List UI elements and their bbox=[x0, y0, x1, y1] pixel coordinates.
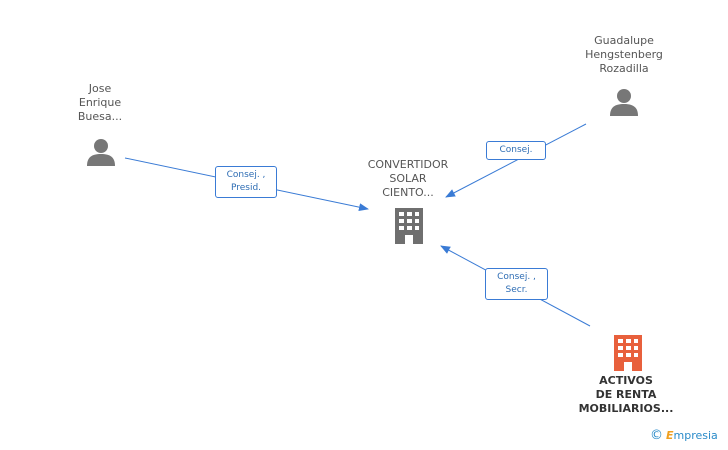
node-label-line: Guadalupe bbox=[594, 34, 654, 47]
node-label-line: Buesa... bbox=[77, 110, 123, 123]
node-label-line: Enrique bbox=[78, 96, 122, 109]
edge-label-guadalupe-convertidor[interactable]: Consej. bbox=[486, 141, 546, 160]
node-label-line: SOLAR bbox=[389, 172, 427, 185]
person-icon[interactable] bbox=[86, 137, 116, 167]
edge-label-jose-convertidor[interactable]: Consej. , Presid. bbox=[215, 166, 277, 198]
node-label-line: MOBILIARIOS... bbox=[578, 402, 674, 415]
node-label-line: Rozadilla bbox=[599, 62, 649, 75]
node-label-line: Hengstenberg bbox=[585, 48, 663, 61]
person-icon[interactable] bbox=[609, 87, 639, 117]
node-label-line: CIENTO... bbox=[382, 186, 434, 199]
edge-label-line: Presid. bbox=[230, 183, 262, 193]
node-label-line: CONVERTIDOR bbox=[367, 158, 449, 171]
node-label-jose[interactable]: Jose Enrique Buesa... bbox=[62, 82, 138, 124]
node-label-line: DE RENTA bbox=[595, 388, 657, 401]
edge-label-line: Consej. bbox=[499, 145, 533, 155]
edge-label-activos-convertidor[interactable]: Consej. , Secr. bbox=[485, 268, 548, 300]
building-icon[interactable] bbox=[611, 335, 645, 371]
building-icon[interactable] bbox=[392, 208, 426, 244]
edge-label-line: Secr. bbox=[505, 285, 528, 295]
edge-label-line: Consej. , bbox=[497, 272, 536, 282]
node-label-convertidor[interactable]: CONVERTIDOR SOLAR CIENTO... bbox=[358, 158, 458, 200]
node-label-line: Jose bbox=[88, 82, 112, 95]
node-label-line: ACTIVOS bbox=[599, 374, 653, 387]
edge-guadalupe-to-convertidor bbox=[445, 123, 587, 198]
node-label-activos[interactable]: ACTIVOS DE RENTA MOBILIARIOS... bbox=[570, 374, 682, 416]
empresia-logo-text: mpresia bbox=[673, 429, 718, 442]
edge-label-line: Consej. , bbox=[226, 170, 266, 180]
empresia-logo-e: E bbox=[666, 429, 674, 442]
copyright-icon: © bbox=[650, 428, 663, 443]
empresia-watermark: ©Empresia bbox=[650, 428, 718, 443]
node-label-guadalupe[interactable]: Guadalupe Hengstenberg Rozadilla bbox=[576, 34, 672, 76]
